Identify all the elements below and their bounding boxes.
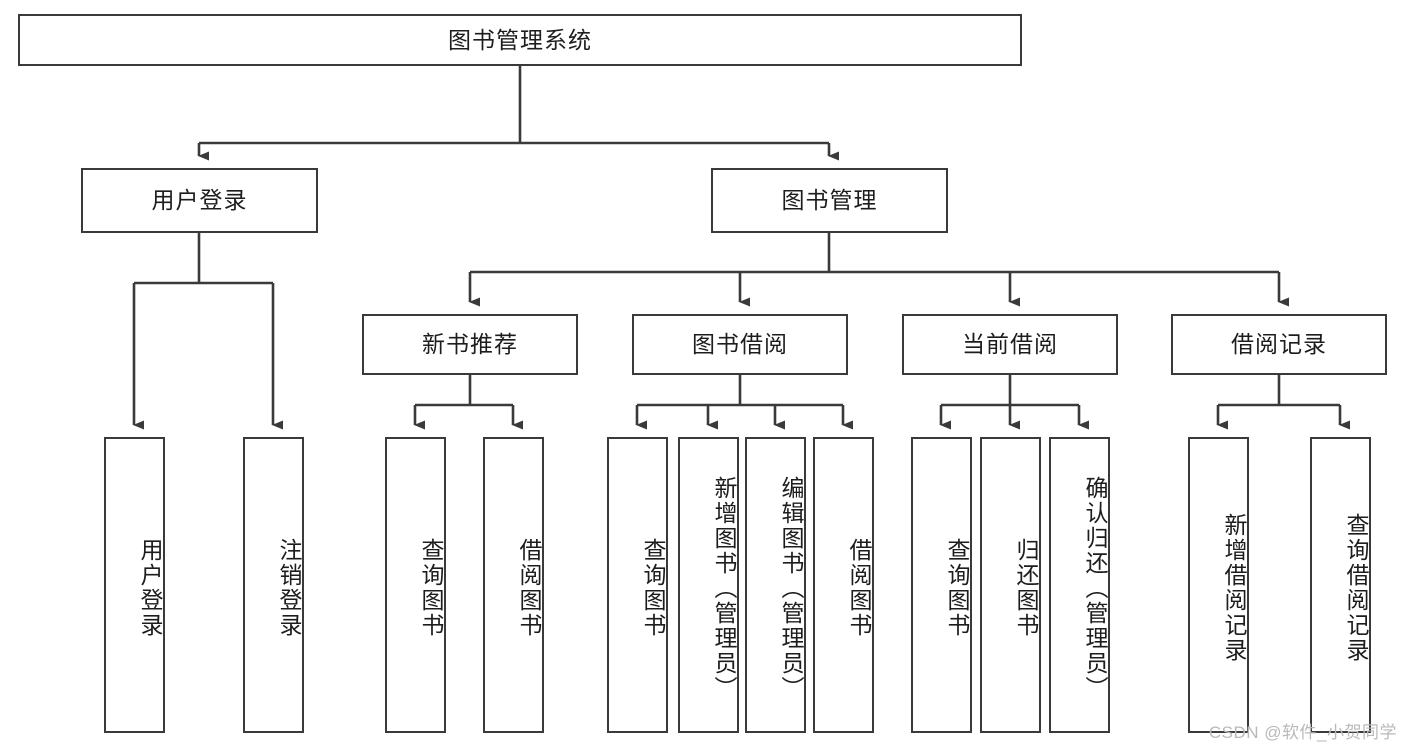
leaf-add-book-admin-label: 新增图书（管理员）	[711, 475, 737, 701]
leaf-query-book-recommend-label: 查询图书	[418, 538, 444, 638]
leaf-user-login-label: 用户登录	[137, 538, 163, 638]
leaf-query-borrow-record-label: 查询借阅记录	[1343, 513, 1369, 663]
node-user-login-label: 用户登录	[151, 187, 248, 214]
leaf-return-book[interactable]: 归还图书	[980, 437, 1041, 733]
leaf-add-borrow-record-label: 新增借阅记录	[1221, 513, 1247, 663]
leaf-return-book-label: 归还图书	[1013, 538, 1039, 638]
leaf-confirm-return-admin[interactable]: 确认归还（管理员）	[1049, 437, 1110, 733]
node-new-book-recommend[interactable]: 新书推荐	[362, 314, 578, 375]
csdn-watermark: CSDN @软件_小贺同学	[1208, 723, 1397, 742]
leaf-logout-login-label: 注销登录	[276, 538, 302, 638]
node-current-borrow[interactable]: 当前借阅	[902, 314, 1118, 375]
leaf-logout-login[interactable]: 注销登录	[243, 437, 304, 733]
leaf-query-book-borrow-label: 查询图书	[640, 538, 666, 638]
node-book-management-label: 图书管理	[781, 187, 878, 214]
node-borrow-record[interactable]: 借阅记录	[1171, 314, 1387, 375]
node-current-borrow-label: 当前借阅	[962, 331, 1058, 358]
node-book-borrow-label: 图书借阅	[692, 331, 788, 358]
leaf-edit-book-admin[interactable]: 编辑图书（管理员）	[745, 437, 806, 733]
node-borrow-record-label: 借阅记录	[1231, 331, 1327, 358]
node-user-login[interactable]: 用户登录	[81, 168, 318, 233]
leaf-query-book-borrow[interactable]: 查询图书	[607, 437, 668, 733]
leaf-confirm-return-admin-label: 确认归还（管理员）	[1082, 475, 1108, 701]
leaf-borrow-book-recommend-label: 借阅图书	[516, 538, 542, 638]
leaf-add-book-admin[interactable]: 新增图书（管理员）	[678, 437, 739, 733]
node-root-label: 图书管理系统	[448, 26, 592, 53]
leaf-query-book-current[interactable]: 查询图书	[911, 437, 972, 733]
leaf-query-borrow-record[interactable]: 查询借阅记录	[1310, 437, 1371, 733]
leaf-borrow-book-recommend[interactable]: 借阅图书	[483, 437, 544, 733]
leaf-borrow-book-borrow[interactable]: 借阅图书	[813, 437, 874, 733]
node-book-management[interactable]: 图书管理	[711, 168, 948, 233]
leaf-edit-book-admin-label: 编辑图书（管理员）	[778, 475, 804, 701]
leaf-borrow-book-borrow-label: 借阅图书	[846, 538, 872, 638]
leaf-query-book-recommend[interactable]: 查询图书	[385, 437, 446, 733]
node-new-book-recommend-label: 新书推荐	[422, 331, 518, 358]
leaf-user-login[interactable]: 用户登录	[104, 437, 165, 733]
node-root[interactable]: 图书管理系统	[18, 14, 1022, 66]
node-book-borrow[interactable]: 图书借阅	[632, 314, 848, 375]
leaf-query-book-current-label: 查询图书	[944, 538, 970, 638]
leaf-add-borrow-record[interactable]: 新增借阅记录	[1188, 437, 1249, 733]
